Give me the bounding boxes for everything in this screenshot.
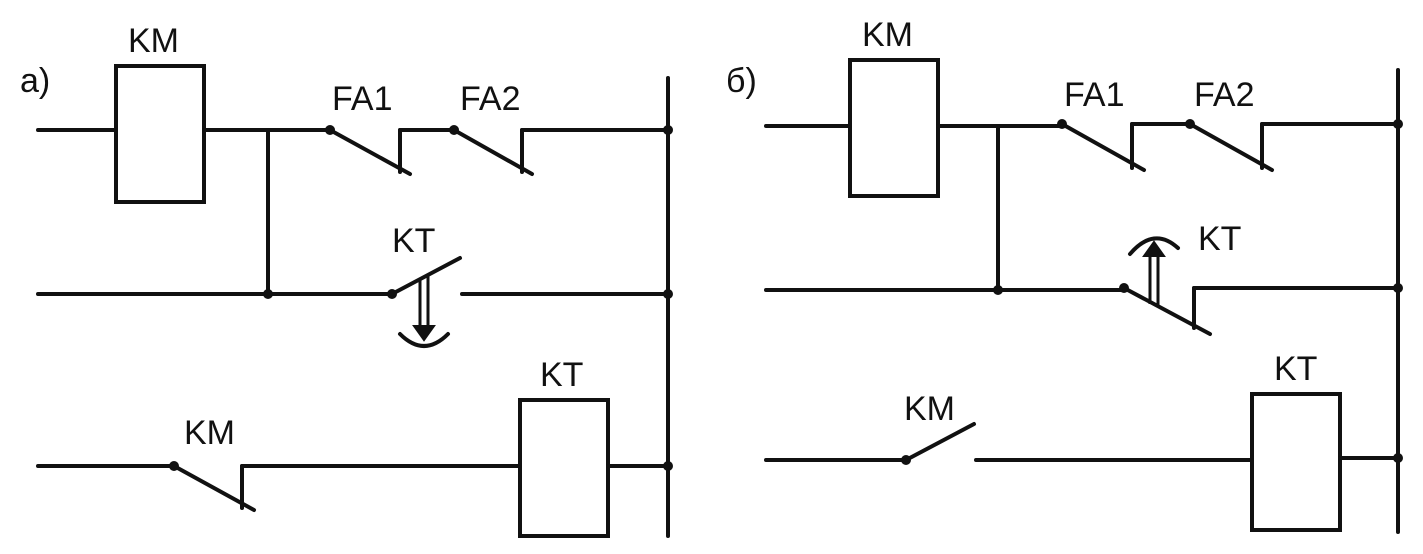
panel-b-km-contact-blade <box>904 422 976 462</box>
panel-b-kt-label: KT <box>1198 220 1241 258</box>
panel-a-coil-kt-label: KT <box>540 356 583 394</box>
panel-a-row2-node <box>263 289 273 299</box>
panel-a-label: а) <box>20 62 50 100</box>
panel-a-kt-delay-icon <box>398 276 450 348</box>
panel-a-coil-km-label: KM <box>128 22 179 60</box>
panel-a: а) KM FA1 FA2 KT <box>20 22 673 538</box>
panel-a-coil-km <box>114 64 206 204</box>
panel-b: б) KM FA1 FA2 KT <box>726 16 1403 534</box>
panel-b-coil-kt <box>1250 392 1342 532</box>
panel-b-kt-delay-icon <box>1128 236 1180 306</box>
panel-a-fa1-label: FA1 <box>332 80 392 118</box>
panel-a-fa2-blade <box>452 128 534 176</box>
panel-b-coil-kt-label: KT <box>1274 350 1317 388</box>
panel-a-kt-blade <box>390 256 462 296</box>
panel-b-fa2-label: FA2 <box>1194 76 1254 114</box>
panel-a-fa1-blade <box>328 128 412 176</box>
panel-a-fa2-label: FA2 <box>460 80 520 118</box>
panel-a-coil-kt <box>518 398 610 538</box>
panel-b-label: б) <box>726 62 757 100</box>
panel-b-kt-blade <box>1122 286 1212 336</box>
panel-b-row2-node <box>993 285 1003 295</box>
panel-b-fa1-label: FA1 <box>1064 76 1124 114</box>
panel-a-kt-label: KT <box>392 222 435 260</box>
panel-b-fa2-blade <box>1188 122 1274 172</box>
panel-b-coil-km-label: KM <box>862 16 913 54</box>
panel-a-km-contact-label: KM <box>184 414 235 452</box>
panel-b-coil-km <box>848 58 940 198</box>
panel-b-km-contact-label: KM <box>904 390 955 428</box>
